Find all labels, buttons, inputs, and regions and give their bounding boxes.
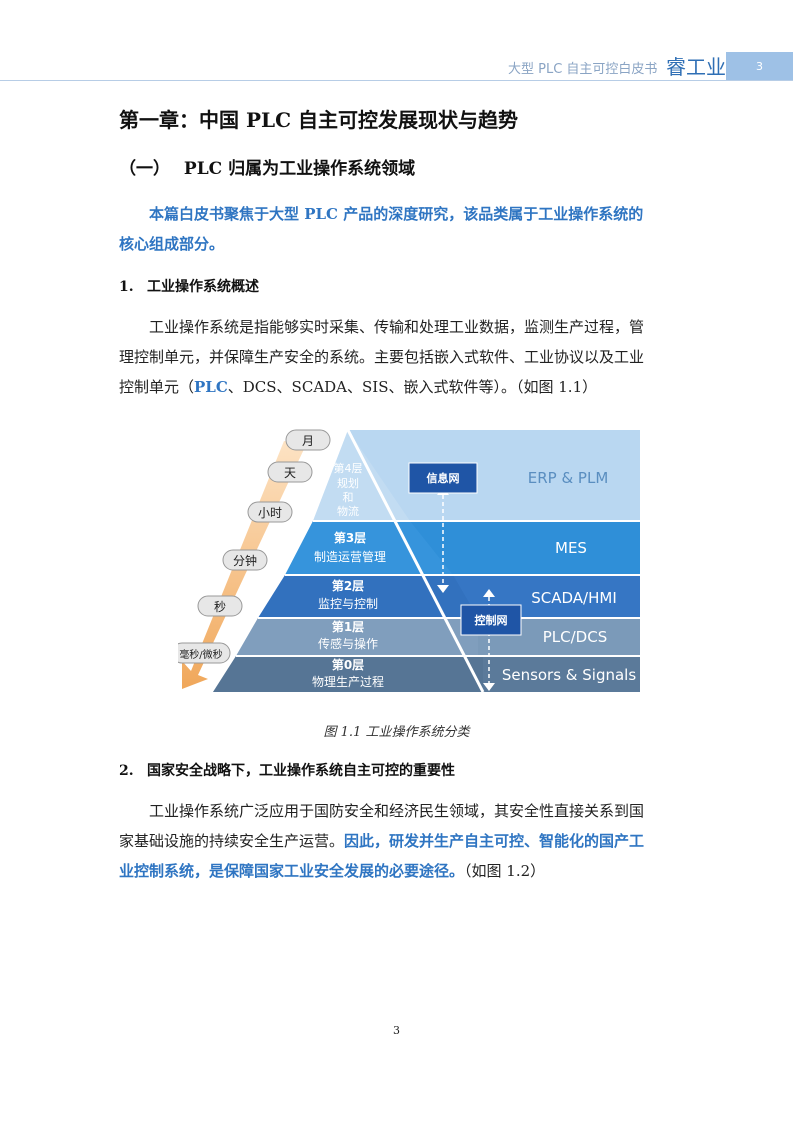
para2-line-3-highlight: 业控制系统，是保障国家工业安全发展的必要途径。	[119, 862, 465, 880]
control-network-label: 控制网	[475, 613, 508, 627]
header-doc-title: 大型 PLC 自主可控白皮书	[508, 62, 658, 77]
intro-highlight-2: 核心组成部分。	[119, 229, 675, 259]
para2-line-3-post: （如图 1.2）	[464, 862, 546, 880]
layer-1-desc: 传感与操作	[318, 636, 378, 651]
subheading-2: 2. 国家安全战略下，工业操作系统自主可控的重要性	[119, 760, 455, 780]
subheading-1-number: 1.	[119, 279, 134, 295]
figure-caption: 图 1.1 工业操作系统分类	[323, 725, 470, 740]
para2-line-3: 业控制系统，是保障国家工业安全发展的必要途径。（如图 1.2）	[119, 856, 675, 886]
band-layer-1	[236, 618, 640, 656]
subheading-1-title: 工业操作系统概述	[147, 279, 259, 295]
layer-2-title: 第2层	[332, 578, 364, 593]
layer-2-desc: 监控与控制	[318, 597, 378, 611]
time-label-day: 天	[267, 461, 313, 483]
time-label-minute-text: 分钟	[233, 553, 257, 568]
para1-line-3-post: 、DCS、SCADA、SIS、嵌入式软件等）。（如图 1.1）	[227, 378, 598, 396]
subheading-2-number: 2.	[119, 763, 134, 779]
time-label-second-text: 秒	[214, 600, 226, 614]
band-layer-0	[213, 656, 640, 692]
para1-line-1: 工业操作系统是指能够实时采集、传输和处理工业数据，监测生产过程，管	[149, 318, 645, 336]
layer-3-desc: 制造运营管理	[314, 549, 386, 564]
system-erp-plm: ERP & PLM	[528, 469, 609, 487]
time-label-month-text: 月	[302, 434, 314, 448]
chapter-title: 第一章：中国 PLC 自主可控发展现状与趋势	[119, 108, 518, 132]
figure-industrial-os-pyramid: 月 天 小时 分钟 秒 毫秒/微秒 第4层 规划 和 物流 第3层 制造运营管理…	[178, 429, 640, 693]
layer-4-title: 第4层	[334, 461, 363, 475]
para2-line-2: 家基础设施的持续安全生产运营。因此，研发并生产自主可控、智能化的国产工	[119, 826, 675, 856]
time-label-millisecond-text: 毫秒/微秒	[179, 648, 222, 661]
time-label-hour-text: 小时	[258, 506, 282, 520]
time-label-month: 月	[285, 429, 331, 451]
section-heading: （一） PLC 归属为工业操作系统领域	[119, 154, 415, 179]
system-plc-dcs: PLC/DCS	[543, 628, 607, 646]
info-network-label: 信息网	[427, 471, 460, 485]
subheading-1: 1. 工业操作系统概述	[119, 276, 259, 296]
system-mes: MES	[555, 539, 587, 557]
section-title: PLC 归属为工业操作系统领域	[183, 159, 416, 179]
para1-line-3: 控制单元（PLC、DCS、SCADA、SIS、嵌入式软件等）。（如图 1.1）	[119, 372, 675, 402]
footer-page-number: 3	[393, 1024, 400, 1037]
system-sensors-signals: Sensors & Signals	[502, 666, 637, 684]
subheading-2-title: 国家安全战略下，工业操作系统自主可控的重要性	[147, 763, 455, 779]
system-scada-hmi: SCADA/HMI	[531, 589, 617, 607]
para2-line-2-pre: 家基础设施的持续安全生产运营。	[119, 832, 345, 850]
layer-1-title: 第1层	[332, 619, 364, 634]
time-label-hour: 小时	[247, 501, 293, 523]
layer-0-title: 第0层	[332, 657, 364, 672]
layer-0-desc: 物理生产过程	[312, 674, 384, 689]
para2-line-2-highlight: 因此，研发并生产自主可控、智能化的国产工	[344, 832, 645, 850]
para1-plc-highlight: PLC	[194, 378, 228, 396]
para1-line-3-pre: 控制单元（	[119, 378, 195, 396]
layer-3-title: 第3层	[334, 530, 366, 545]
header-divider	[0, 80, 793, 81]
intro-line-1: 本篇白皮书聚焦于大型 PLC 产品的深度研究，该品类属于工业操作系统的	[149, 205, 644, 223]
layer-4-desc-3: 物流	[337, 504, 359, 518]
time-label-millisecond: 毫秒/微秒	[178, 642, 231, 664]
para1-line-2: 理控制单元，并保障生产安全的系统。主要包括嵌入式软件、工业协议以及工业	[119, 348, 645, 366]
time-label-second: 秒	[197, 595, 243, 617]
layer-4-desc-1: 规划	[337, 476, 359, 490]
layer-4-desc-2: 和	[343, 491, 354, 504]
section-number: （一）	[119, 159, 170, 179]
info-network-box: 信息网	[408, 462, 478, 494]
intro-highlight: 本篇白皮书聚焦于大型 PLC 产品的深度研究，该品类属于工业操作系统的	[119, 199, 675, 229]
para2-line-1: 工业操作系统广泛应用于国防安全和经济民生领域，其安全性直接关系到国	[149, 802, 645, 820]
time-label-day-text: 天	[284, 466, 296, 480]
time-label-minute: 分钟	[222, 549, 268, 571]
header-page-number: 3	[726, 52, 793, 80]
intro-line-2: 核心组成部分。	[119, 235, 225, 253]
control-network-box: 控制网	[460, 604, 522, 636]
header-brand: 睿工业	[666, 55, 726, 79]
